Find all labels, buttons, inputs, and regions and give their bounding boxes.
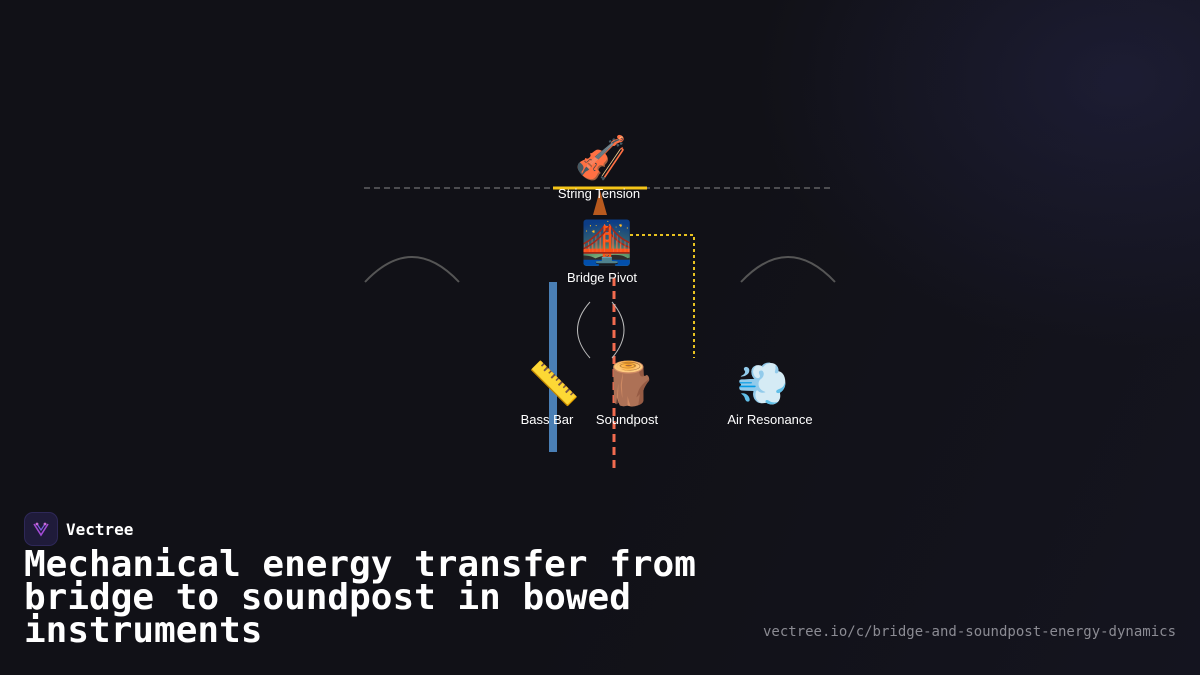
violin-icon: 🎻 xyxy=(575,133,627,182)
brand: Vectree xyxy=(24,512,133,546)
rotation-arc xyxy=(577,301,591,359)
source-url[interactable]: vectree.io/c/bridge-and-soundpost-energy… xyxy=(762,624,1176,640)
brand-name: Vectree xyxy=(66,519,134,539)
node-label-bridge-pivot: Bridge Pivot xyxy=(567,270,637,285)
air-path-line xyxy=(618,234,695,358)
node-label-string-tension: String Tension xyxy=(558,186,640,201)
bridge-wedge xyxy=(593,190,607,215)
left-body-arc xyxy=(364,256,460,283)
bass-bar-rect xyxy=(549,282,557,452)
ruler-icon: 📏 xyxy=(528,359,580,408)
vectree-logo-icon xyxy=(24,512,58,546)
page-title: Mechanical energy transfer from bridge t… xyxy=(24,544,696,651)
rotation-arc-right xyxy=(611,301,625,359)
bridge-at-night-icon: 🌉 xyxy=(581,218,633,267)
right-body-arc xyxy=(740,256,836,283)
dashing-away-icon: 💨 xyxy=(737,359,789,408)
wood-log-icon: 🪵 xyxy=(604,359,656,408)
node-label-air-resonance: Air Resonance xyxy=(727,412,812,427)
node-label-soundpost: Soundpost xyxy=(596,412,659,427)
node-label-bass-bar: Bass Bar xyxy=(521,412,574,427)
